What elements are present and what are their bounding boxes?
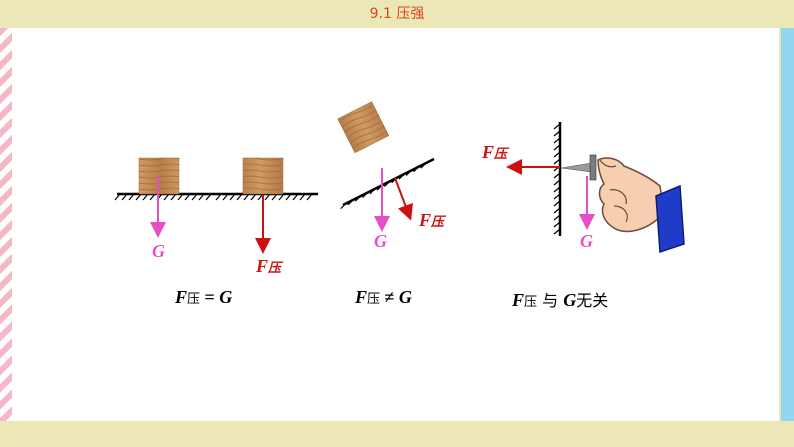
wall-hatch bbox=[553, 123, 561, 235]
hatch-mark bbox=[553, 200, 561, 207]
hatch-mark bbox=[250, 193, 257, 201]
scene-4: F压 G bbox=[481, 122, 685, 254]
block-2 bbox=[242, 157, 284, 195]
hatch-mark bbox=[243, 193, 250, 201]
incline-hatch bbox=[340, 162, 427, 210]
gravity-label-1: G bbox=[152, 241, 165, 261]
scene-2: F压 bbox=[215, 157, 318, 276]
hatch-mark bbox=[128, 193, 135, 201]
hatch-mark bbox=[553, 137, 561, 144]
hatch-mark bbox=[553, 214, 561, 221]
hatch-mark bbox=[222, 193, 229, 201]
hatch-mark bbox=[553, 144, 561, 151]
hatch-mark bbox=[191, 193, 198, 201]
hatch-mark bbox=[285, 193, 292, 201]
hatch-mark bbox=[135, 193, 142, 201]
left-decorative-stripe bbox=[0, 28, 12, 421]
block-3 bbox=[337, 101, 390, 154]
hatch-mark bbox=[177, 193, 184, 201]
hatch-mark bbox=[553, 179, 561, 186]
pin-needle bbox=[560, 162, 593, 173]
hatch-mark bbox=[553, 207, 561, 214]
hatch-mark bbox=[340, 203, 347, 210]
hatch-mark bbox=[553, 130, 561, 137]
hatch-mark bbox=[121, 193, 128, 201]
right-decorative-stripe bbox=[781, 28, 794, 421]
hatch-mark bbox=[163, 193, 170, 201]
hatch-mark bbox=[198, 193, 205, 201]
hatch-mark bbox=[553, 193, 561, 200]
scene-1: G bbox=[114, 157, 219, 261]
hatch-mark bbox=[553, 186, 561, 193]
hatch-mark bbox=[142, 193, 149, 201]
footer-bar bbox=[0, 421, 794, 447]
hatch-mark bbox=[278, 193, 285, 201]
header-bar bbox=[0, 0, 794, 28]
hatch-mark bbox=[553, 172, 561, 179]
hatch-mark bbox=[405, 170, 412, 176]
caption-unrelated: F压 与 G无关 bbox=[512, 290, 609, 310]
ground-hatch-1 bbox=[114, 193, 212, 201]
hatch-mark bbox=[306, 193, 313, 201]
pressure-arrow-3 bbox=[394, 177, 413, 221]
hatch-mark bbox=[553, 123, 561, 130]
hatch-mark bbox=[553, 158, 561, 165]
hatch-mark bbox=[420, 162, 427, 169]
pressure-label-4: F压 bbox=[481, 142, 510, 162]
hatch-mark bbox=[215, 193, 222, 201]
gravity-label-4: G bbox=[580, 231, 593, 251]
hatch-mark bbox=[553, 151, 561, 158]
hand-icon bbox=[597, 157, 685, 254]
hatch-mark bbox=[362, 192, 368, 199]
hatch-mark bbox=[229, 193, 236, 201]
hatch-mark bbox=[184, 193, 191, 201]
hatch-mark bbox=[271, 193, 278, 201]
hatch-mark bbox=[369, 188, 376, 195]
hatch-mark bbox=[354, 195, 361, 202]
hatch-mark bbox=[264, 193, 271, 201]
hatch-mark bbox=[205, 193, 212, 201]
scene-3: G F压 bbox=[337, 101, 447, 251]
gravity-label-3: G bbox=[374, 231, 387, 251]
hatch-mark bbox=[413, 166, 419, 173]
hatch-mark bbox=[398, 173, 405, 180]
hatch-mark bbox=[236, 193, 243, 201]
right-divider bbox=[779, 28, 781, 421]
page-title: 9.1 压强 bbox=[369, 6, 425, 22]
hatch-mark bbox=[292, 193, 299, 201]
pin-head bbox=[589, 154, 597, 181]
hatch-mark bbox=[114, 193, 121, 201]
caption-equal: F压 = G bbox=[175, 287, 233, 307]
pressure-label-3: F压 bbox=[418, 210, 447, 230]
hatch-mark bbox=[149, 193, 156, 201]
sleeve bbox=[655, 184, 685, 254]
hatch-mark bbox=[347, 199, 354, 206]
hatch-mark bbox=[170, 193, 177, 201]
hatch-mark bbox=[383, 181, 390, 187]
hatch-mark bbox=[553, 228, 561, 235]
caption-not-equal: F压 ≠ G bbox=[355, 287, 412, 307]
hatch-mark bbox=[299, 193, 306, 201]
hatch-mark bbox=[553, 221, 561, 228]
pressure-label-2: F压 bbox=[255, 256, 284, 276]
